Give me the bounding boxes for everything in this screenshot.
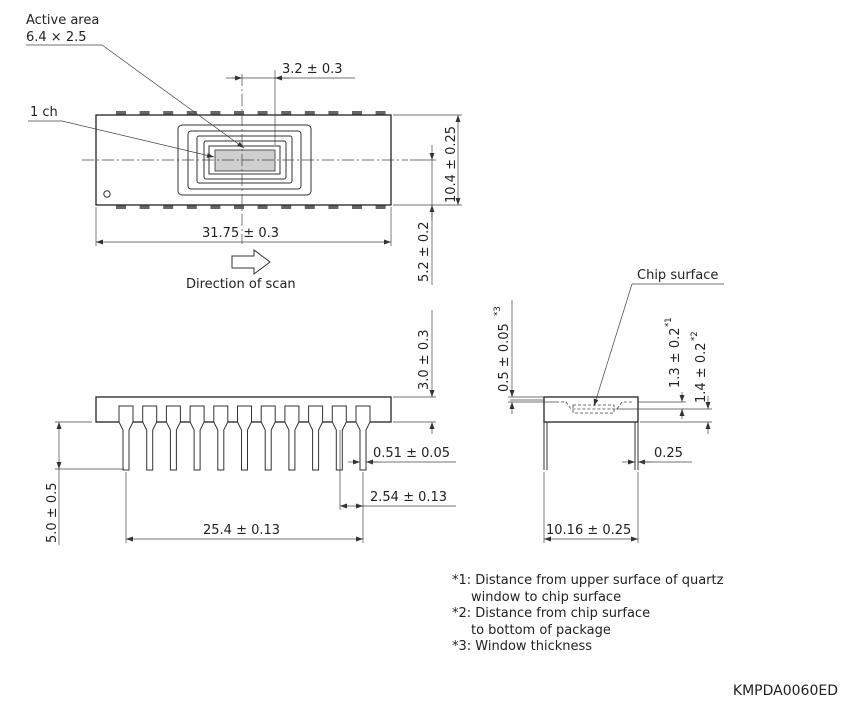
row-spacing-label: 10.16 ± 0.25 [546,523,631,538]
chip-surface-leader-arrow [593,283,633,407]
top-pin-stub-lower [328,205,339,209]
footnote-3: *3: Window thickness [452,639,593,654]
scan-direction-arrow [231,249,271,275]
top-pin-stub-upper [328,111,339,115]
top-view: Active area 6.4 × 2.5 1 ch 3.2 ± 0.3 31.… [26,13,462,292]
footnote-1: *1: Distance from upper surface of quart… [452,573,724,588]
side-view-lead [331,405,347,471]
pin-1-index-mark [103,190,111,198]
top-pin-stub-upper [163,111,174,115]
side-view-pins [118,405,371,471]
lead-thickness-label: 0.25 [654,446,683,461]
window-thickness-ref: *3 [493,306,503,316]
side-view-lead [118,405,134,471]
top-pin-stub-lower [304,205,315,209]
scan-direction-label: Direction of scan [186,277,296,292]
side-view-lead [260,405,276,471]
internal-chip-outline [572,404,615,414]
top-pin-stub-lower [281,205,292,209]
top-pin-stub-lower [116,205,126,209]
top-pin-stub-lower [375,205,386,209]
top-pin-stub-lower [210,205,221,209]
top-pin-stub-upper [186,111,197,115]
active-area-size: 6.4 × 2.5 [26,30,87,45]
top-pin-stub-upper [139,111,150,115]
top-pin-stub-upper [281,111,292,115]
package-height-label: 10.4 ± 0.25 [444,126,459,203]
active-area-title: Active area [26,13,99,28]
footnote-2-continued: to bottom of package [471,622,611,638]
chip-to-bottom-ref: *2 [690,331,700,341]
internal-cavity-outline [556,401,633,410]
document-id: KMPDA0060ED [732,683,838,699]
window-frame-3 [196,135,293,184]
top-pin-stub-lower [352,205,362,209]
side-view-lead [189,405,205,471]
side-view-lead [142,405,158,471]
active-area-leader-arrow [101,44,245,149]
top-pin-stub-lower [234,205,244,209]
lead-length-label: 5.0 ± 0.5 [45,482,60,543]
side-view-lead [355,405,371,471]
body-height-label: 3.0 ± 0.3 [417,329,432,390]
window-width-label: 3.2 ± 0.3 [282,62,343,77]
top-pin-stub-upper [234,111,244,115]
top-pin-stub-lower [186,205,197,209]
pin-pitch-label: 2.54 ± 0.13 [370,490,447,505]
footnotes: *1: Distance from upper surface of quart… [452,573,723,656]
window-to-chip-label: 1.3 ± 0.2 [668,327,683,388]
side-view-lead [237,405,252,471]
window-to-chip-ref: *1 [664,317,674,327]
top-pin-stub-lower [163,205,174,209]
side-view-lead [284,405,300,471]
row-length-label: 25.4 ± 0.13 [203,523,280,538]
top-view-pins [116,111,386,209]
top-pin-stub-upper [116,111,126,115]
offset-dimension-label: 5.2 ± 0.2 [417,221,432,282]
lead-width-label: 0.51 ± 0.05 [373,446,450,461]
top-pin-stub-upper [352,111,362,115]
top-pin-stub-upper [210,111,221,115]
top-pin-stub-upper [304,111,315,115]
side-view-lead [165,405,181,471]
channel-label: 1 ch [30,105,58,120]
channel-leader-arrow [61,120,215,158]
footnote-1-continued: window to chip surface [471,589,622,605]
chip-to-bottom-label: 1.4 ± 0.2 [694,342,709,403]
side-view-lead [213,405,229,471]
top-pin-stub-upper [375,111,386,115]
window-thickness-label: 0.5 ± 0.05 [497,323,512,392]
end-view: Chip surface 0.5 ± 0.05 *3 1.3 ± 0.2 *1 … [493,268,724,543]
side-view: 3.0 ± 0.3 5.0 ± 0.5 0.51 ± 0.05 2.54 ± 0… [45,310,456,545]
top-pin-stub-lower [257,205,268,209]
top-pin-stub-upper [257,111,268,115]
footnote-2: *2: Distance from chip surface [452,606,651,621]
end-view-body [543,396,639,423]
chip-surface-label: Chip surface [637,268,718,283]
top-pin-stub-lower [139,205,150,209]
package-length-label: 31.75 ± 0.3 [202,226,279,241]
active-area [214,149,276,172]
side-view-lead [308,405,324,471]
